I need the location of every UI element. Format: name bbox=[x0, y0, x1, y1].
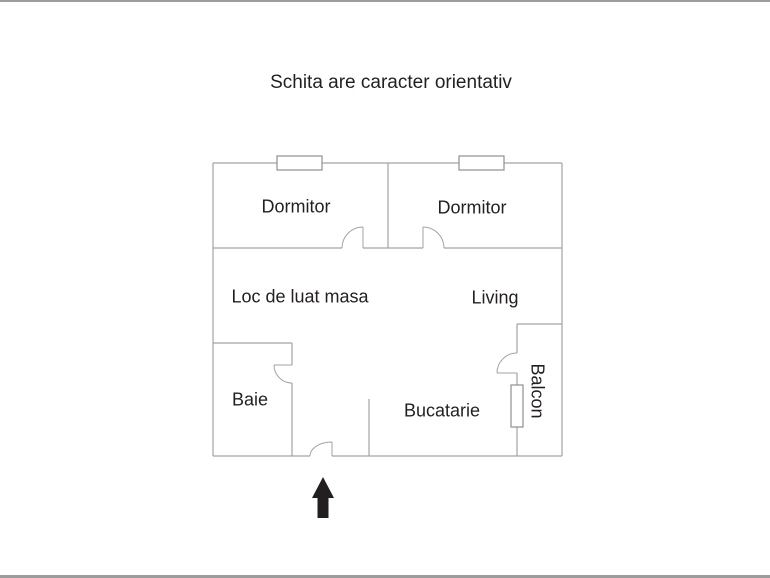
window-bedroom-right-icon bbox=[458, 155, 505, 171]
room-label-balcony: Balcon bbox=[527, 363, 548, 419]
room-label-dining: Loc de luat masa bbox=[231, 286, 369, 307]
room-label-living: Living bbox=[471, 287, 519, 308]
entrance-arrow-icon bbox=[312, 477, 334, 518]
window-bedroom-left-icon bbox=[276, 155, 323, 171]
door-balcony-icon bbox=[496, 352, 518, 374]
door-bedroom-right-icon bbox=[422, 226, 445, 249]
door-entrance-icon bbox=[309, 441, 333, 457]
bottom-edge-divider bbox=[0, 575, 770, 578]
door-bathroom-icon bbox=[273, 364, 293, 384]
room-label-dormitor-left: Dormitor bbox=[261, 196, 331, 217]
door-bedroom-left-icon bbox=[341, 226, 364, 249]
top-edge-divider bbox=[0, 0, 770, 2]
room-label-dormitor-right: Dormitor bbox=[437, 197, 507, 218]
window-balcony-icon bbox=[510, 384, 524, 428]
room-label-kitchen: Bucatarie bbox=[403, 400, 481, 421]
plan-disclaimer-title: Schita are caracter orientativ bbox=[270, 72, 512, 93]
room-label-bathroom: Baie bbox=[231, 389, 269, 410]
